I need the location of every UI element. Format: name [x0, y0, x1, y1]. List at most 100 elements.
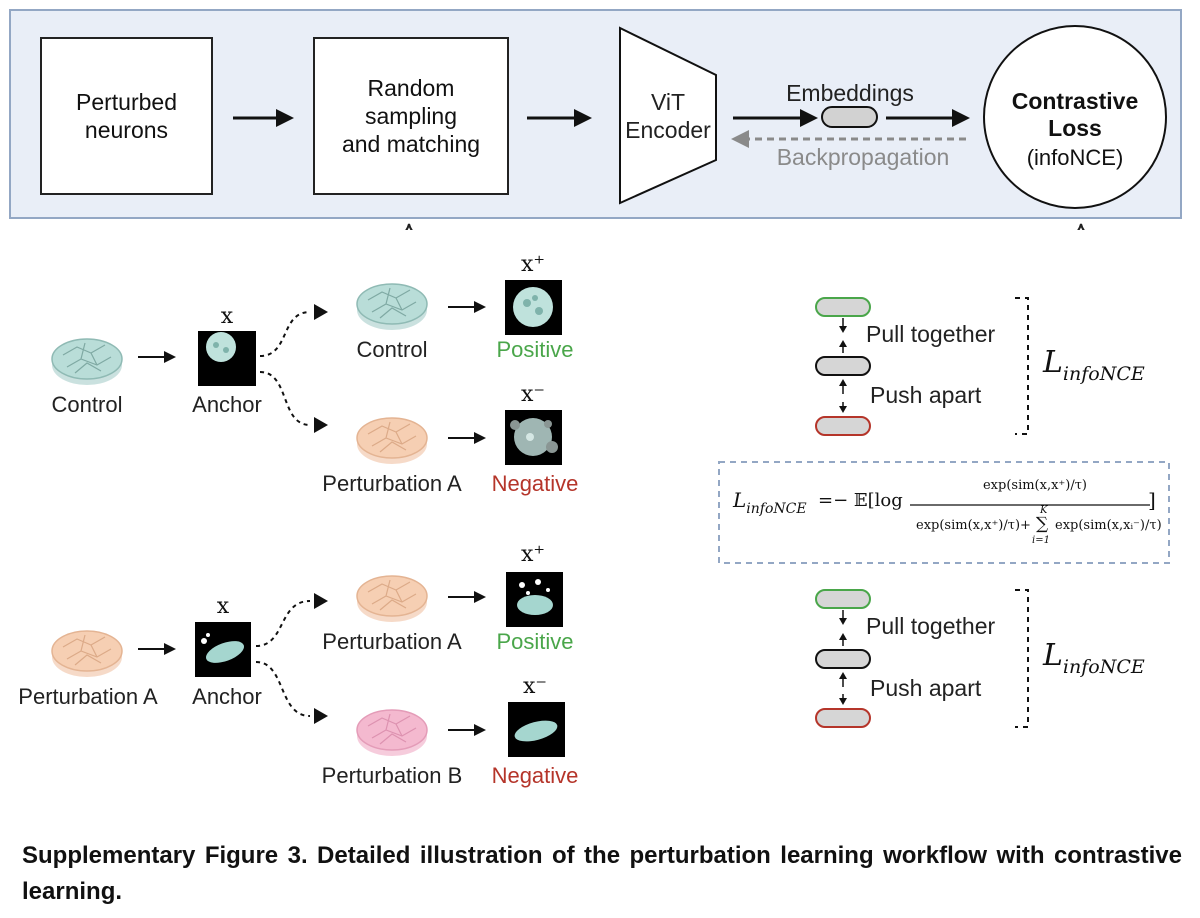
perturbed-neurons-box: Perturbed neurons: [40, 37, 213, 195]
anchor-image-row1: [198, 331, 256, 386]
formula-den-sum-top: K: [1040, 505, 1048, 516]
neg-embedding-1: [815, 416, 871, 436]
arrow-r2-pos: [448, 591, 486, 603]
sampling-graphics: [51, 280, 565, 757]
row2-pos-dish-label: Perturbation A: [322, 629, 462, 654]
formula-lhs: LinfoNCE: [733, 488, 807, 517]
perturbed-neurons-label: Perturbed neurons: [75, 89, 177, 143]
arrow-r1-pos: [448, 301, 486, 313]
backprop-arrow: [731, 130, 966, 148]
random-sampling-box: Random sampling and matching: [313, 37, 509, 195]
branch-up-row1-head: [314, 304, 328, 320]
embedding-to-loss-arrow: [886, 109, 970, 127]
formula-den-a: exp(sim(x,x⁺)/τ)+: [916, 518, 1031, 533]
formula-numerator: exp(sim(x,x⁺)/τ): [982, 478, 1088, 493]
row1-neg-dish-label: Perturbation A: [322, 471, 462, 496]
branch-up-row2: [255, 600, 311, 647]
formula-den-b: exp(sim(x,xᵢ⁻)/τ): [1055, 518, 1162, 533]
push-arrows-2: [839, 672, 847, 705]
formula-close: ]: [1148, 488, 1156, 512]
neg-embedding-2: [815, 708, 871, 728]
dish-pertB-negative: [356, 709, 428, 756]
row1-anchor-var: x: [220, 304, 234, 329]
pipeline-arrow-1: [233, 109, 294, 127]
pull-together-label-2: Pull together: [866, 613, 996, 639]
formula-eq: =− 𝔼[log: [818, 490, 903, 511]
loss-symbol-2-sub: infoNCE: [1062, 656, 1145, 678]
loss-symbol-1-L: L: [1043, 345, 1063, 380]
pull-arrows-2: [839, 610, 847, 646]
bracket-1: [1015, 297, 1029, 435]
figure-caption: Supplementary Figure 3. Detailed illustr…: [22, 842, 1182, 905]
encoder-to-embedding-arrow: [733, 109, 818, 127]
row2-anchor-label: Anchor: [192, 684, 262, 709]
formula-den-sum-bot: i=1: [1032, 535, 1050, 546]
positive-image-row1: [505, 280, 562, 335]
arrow-r1-source: [138, 351, 176, 363]
branch-down-row2: [255, 661, 311, 717]
push-apart-label-2: Push apart: [870, 675, 982, 701]
formula-lhs-sub: infoNCE: [746, 501, 807, 517]
left-brace: [405, 223, 413, 230]
branch-up-row2-head: [314, 593, 328, 609]
row1-pos-dish-label: Control: [356, 337, 428, 362]
loss-subtitle: (infoNCE): [1026, 145, 1124, 170]
row2-positive-label: Positive: [496, 629, 574, 654]
random-sampling-label: Random sampling and matching: [341, 75, 481, 157]
branch-down-row1-head: [314, 417, 328, 433]
row1-anchor-label: Anchor: [192, 392, 262, 417]
pipeline-graphics: [233, 25, 1167, 230]
pipeline-arrow-2: [527, 109, 592, 127]
row2-neg-dish-label: Perturbation B: [321, 763, 463, 788]
bracket-2: [1015, 589, 1029, 728]
pull-arrows-1: [839, 318, 847, 353]
loss-title: Contrastive Loss: [1011, 88, 1139, 141]
row2-neg-var: x⁻: [522, 674, 548, 699]
positive-image-row2: [506, 572, 563, 627]
arrow-r2-source: [138, 643, 176, 655]
dish-control-source: [51, 338, 123, 385]
anchor-embedding-1: [815, 356, 871, 376]
formula-den-sum: ∑: [1036, 514, 1049, 534]
row1-pos-var: x⁺: [520, 252, 546, 277]
dish-pertA-negative: [356, 417, 428, 464]
row1-positive-label: Positive: [496, 337, 574, 362]
push-arrows-1: [839, 379, 847, 413]
negative-image-row1: [505, 410, 562, 465]
dish-pertA-positive: [356, 575, 428, 622]
loss-symbol-2: LinfoNCE: [1043, 638, 1145, 678]
negative-image-row2: [508, 702, 565, 757]
row1-neg-var: x⁻: [520, 382, 546, 407]
backprop-label: Backpropagation: [776, 144, 950, 170]
loss-symbol-1: LinfoNCE: [1043, 345, 1145, 385]
vit-encoder-shape: [619, 26, 717, 205]
row2-source-label: Perturbation A: [18, 684, 158, 709]
push-apart-label-1: Push apart: [870, 382, 982, 408]
arrow-r1-neg: [448, 432, 486, 444]
encoder-label: ViT Encoder: [625, 89, 711, 143]
formula-box: [718, 461, 1170, 564]
embedding-pill: [821, 106, 878, 128]
row2-anchor-var: x: [216, 594, 230, 619]
branch-down-row1: [259, 371, 311, 426]
row1-negative-label: Negative: [491, 471, 579, 496]
row1-source-label: Control: [51, 392, 123, 417]
anchor-embedding-2: [815, 649, 871, 669]
arrow-r2-neg: [448, 724, 486, 736]
dish-pertA-source: [51, 630, 123, 677]
formula-lhs-L: L: [733, 488, 747, 512]
row2-negative-label: Negative: [491, 763, 579, 788]
embeddings-label: Embeddings: [786, 80, 914, 106]
pos-embedding-2: [815, 589, 871, 609]
loss-symbol-1-sub: infoNCE: [1062, 363, 1145, 385]
anchor-image-row2: [195, 622, 251, 677]
dish-control-positive: [356, 283, 428, 330]
branch-down-row2-head: [314, 708, 328, 724]
row2-pos-var: x⁺: [520, 542, 546, 567]
branch-up-row1: [259, 311, 311, 357]
pull-together-label-1: Pull together: [866, 321, 996, 347]
embedding-space-graphics: [718, 297, 1170, 728]
right-brace: [1077, 223, 1085, 230]
pos-embedding-1: [815, 297, 871, 317]
loss-symbol-2-L: L: [1043, 638, 1063, 673]
